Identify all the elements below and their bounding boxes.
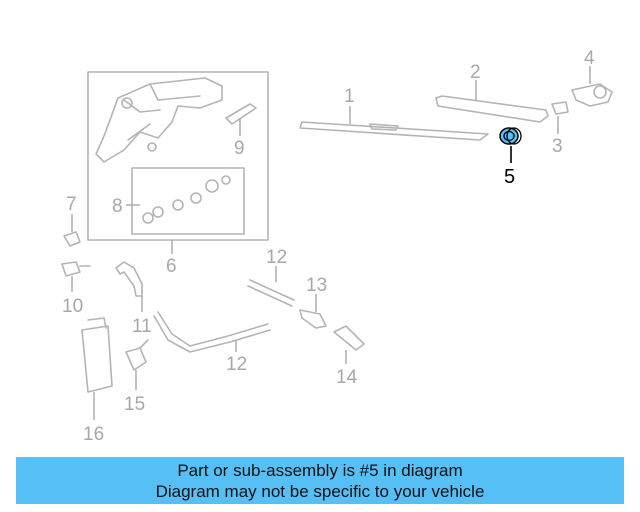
callout-8: 8 bbox=[112, 196, 123, 217]
connector-9 bbox=[225, 103, 257, 125]
motor-assembly-group bbox=[87, 71, 269, 241]
callout-2: 2 bbox=[470, 62, 481, 83]
parts-diagram: 1 2 3 4 5 6 7 8 9 10 11 12 12 13 14 15 1… bbox=[61, 48, 613, 445]
callout-11: 11 bbox=[132, 316, 152, 337]
motor-bolt bbox=[121, 97, 133, 109]
callout-10: 10 bbox=[62, 296, 83, 317]
callout-7: 7 bbox=[66, 194, 77, 215]
grommet bbox=[63, 231, 81, 247]
callout-4: 4 bbox=[584, 48, 595, 69]
info-banner: Part or sub-assembly is #5 in diagram Di… bbox=[16, 457, 624, 504]
nozzle-kit bbox=[142, 175, 231, 224]
callout-13: 13 bbox=[306, 275, 327, 296]
callout-9: 9 bbox=[234, 138, 245, 159]
wiper-blade bbox=[299, 121, 489, 141]
joint-connector bbox=[333, 325, 365, 351]
callout-3: 3 bbox=[552, 136, 563, 157]
motor-bolt bbox=[147, 142, 157, 152]
wiper-motor bbox=[95, 77, 223, 163]
corrugated-hose bbox=[247, 279, 295, 307]
pivot-cap bbox=[571, 83, 613, 107]
highlighted-part-5 bbox=[499, 127, 522, 145]
wiper-motor-detail bbox=[123, 83, 201, 141]
arm-nut bbox=[551, 101, 569, 115]
callout-1: 1 bbox=[344, 86, 355, 107]
callout-5: 5 bbox=[504, 166, 515, 188]
check-valve bbox=[61, 261, 91, 277]
callout-16: 16 bbox=[83, 424, 104, 445]
nozzle-kit-frame bbox=[131, 167, 245, 235]
callout-14: 14 bbox=[336, 367, 358, 388]
washer-reservoir bbox=[81, 317, 113, 393]
tee-connector bbox=[299, 309, 327, 329]
leader-lines bbox=[71, 66, 591, 420]
banner-line-part: Part or sub-assembly is #5 in diagram bbox=[177, 461, 463, 480]
callout-12-upper: 12 bbox=[266, 247, 287, 268]
callout-15: 15 bbox=[124, 394, 145, 415]
washer-hose bbox=[153, 311, 271, 353]
banner-line-disclaimer: Diagram may not be specific to your vehi… bbox=[155, 482, 485, 501]
callout-12-lower: 12 bbox=[226, 354, 247, 375]
pivot-cap-detail bbox=[593, 85, 607, 99]
washer-pump bbox=[125, 339, 149, 371]
wiper-arm bbox=[435, 95, 549, 123]
motor-assembly-frame bbox=[87, 71, 269, 241]
elbow-hose bbox=[115, 261, 143, 297]
callout-6: 6 bbox=[166, 256, 177, 277]
